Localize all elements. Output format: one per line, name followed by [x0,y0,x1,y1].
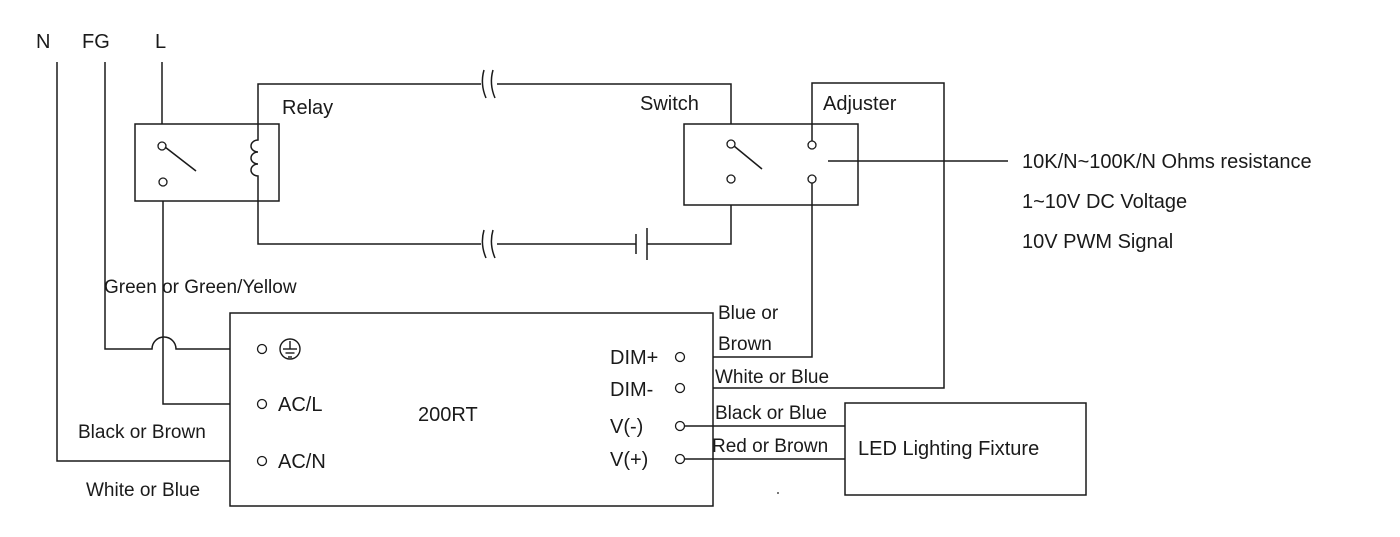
dim-plus-terminal [674,351,686,363]
v-plus-wire-color-label: Red or Brown [712,436,828,457]
supply-fg-label: FG [82,31,110,53]
neutral-wire [56,62,258,462]
acn-terminal-label: AC/N [278,451,326,473]
fg-wire-color-label: Green or Green/Yellow [104,277,297,298]
dim-option: 10V PWM Signal [1022,231,1173,253]
switch-label: Switch [640,93,699,115]
n-wire-color-label: White or Blue [86,480,200,501]
dim-plus-wire-color-label-2: Brown [718,334,772,355]
acn-terminal [256,455,268,467]
relay-coil [250,128,259,188]
switch-contact-bottom [726,174,736,184]
switch-contact-top [726,139,736,149]
driver-box [229,312,714,507]
relay-contact-bottom [158,177,168,187]
dim-plus-wire-color-label-1: Blue or [718,303,779,324]
supply-n-label: N [36,31,50,53]
relay-label: Relay [282,97,333,119]
v-plus-terminal [674,453,686,465]
led-fixture-box [844,402,1087,496]
relay-contact-top [157,141,167,151]
l-wire-color-label: Black or Brown [78,422,206,443]
dim-minus-terminal-label: DIM- [610,379,653,401]
control-wire-top-cont [497,83,732,140]
adjuster-contact-top [807,140,817,150]
v-minus-terminal-label: V(-) [610,416,643,438]
dim-option: 1~10V DC Voltage [1022,191,1187,213]
dim-plus-terminal-label: DIM+ [610,347,658,369]
earth-ground-icon [279,338,301,360]
control-wire-top [257,83,481,128]
break-mark-top [481,69,496,99]
line-wire-out [162,186,258,405]
break-mark-bottom [481,229,496,259]
v-minus-terminal [674,420,686,432]
adjuster-label: Adjuster [823,93,897,115]
switch-blade [733,145,763,170]
dim-minus-terminal [674,382,686,394]
control-wire-bottom [257,188,481,245]
adjuster-outline [686,82,945,389]
ground-terminal [256,343,268,355]
switch-adjuster-box [683,123,859,206]
relay-box [134,123,280,202]
dim-minus-wire-color-label: White or Blue [715,367,829,388]
v-plus-terminal-label: V(+) [610,449,648,471]
ground-wire [104,62,257,350]
acl-terminal-label: AC/L [278,394,322,416]
supply-l-label: L [155,31,166,53]
acl-terminal [256,398,268,410]
adjuster-contact-bottom [807,174,817,184]
v-minus-wire-color-label: Black or Blue [715,403,827,424]
stray-dot [777,492,779,494]
driver-model-label: 200RT [418,404,478,426]
dim-plus-wire [684,183,813,358]
dim-option: 10K/N~100K/N Ohms resistance [1022,151,1312,173]
relay-switch-blade [164,146,197,172]
led-fixture-label: LED Lighting Fixture [858,438,1039,460]
